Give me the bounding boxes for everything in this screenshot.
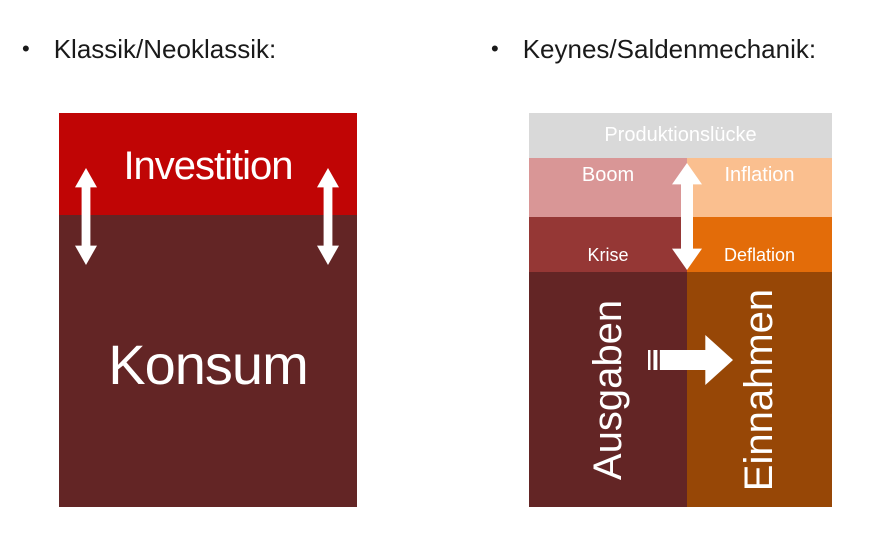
deflation-box: Deflation (687, 217, 832, 272)
krise-deflation-row: Krise Deflation (529, 217, 832, 272)
klassik-diagram: Investition Konsum (59, 113, 357, 507)
ausgaben-einnahmen-row: Ausgaben Einnahmen (529, 272, 832, 507)
produktionsluecke-label: Produktionslücke (604, 124, 757, 146)
inflation-label: Inflation (724, 164, 795, 186)
produktionsluecke-bar: Produktionslücke (529, 113, 832, 158)
investition-label: Investition (123, 144, 293, 188)
konsum-box (59, 215, 357, 507)
left-heading: • Klassik/Neoklassik: (22, 34, 277, 64)
deflation-label: Deflation (723, 245, 796, 265)
boom-label: Boom (581, 164, 635, 186)
up-down-arrow-icon (317, 168, 339, 265)
einnahmen-box: Einnahmen (687, 272, 832, 507)
krise-box: Krise (529, 217, 687, 272)
bullet-icon: • (491, 36, 499, 61)
bullet-icon: • (22, 36, 30, 61)
krise-label: Krise (587, 245, 629, 265)
ausgaben-label: Ausgaben (586, 299, 630, 480)
investition-box (59, 113, 357, 215)
boom-box: Boom (529, 158, 687, 217)
boom-inflation-row: Boom Inflation (529, 158, 832, 217)
inflation-box: Inflation (687, 158, 832, 217)
up-down-arrow-icon (75, 168, 97, 265)
keynes-diagram: Produktionslücke Boom Inflation Krise De… (529, 113, 832, 507)
left-heading-label: Klassik/Neoklassik: (53, 34, 277, 64)
up-down-arrow-icon (672, 163, 702, 270)
right-heading: • Keynes/Saldenmechanik: (491, 34, 817, 64)
einnahmen-label: Einnahmen (737, 288, 782, 491)
konsum-label: Konsum (108, 333, 308, 396)
right-heading-label: Keynes/Saldenmechanik: (522, 34, 817, 64)
striped-right-arrow-icon (648, 335, 733, 385)
ausgaben-box: Ausgaben (529, 272, 687, 507)
